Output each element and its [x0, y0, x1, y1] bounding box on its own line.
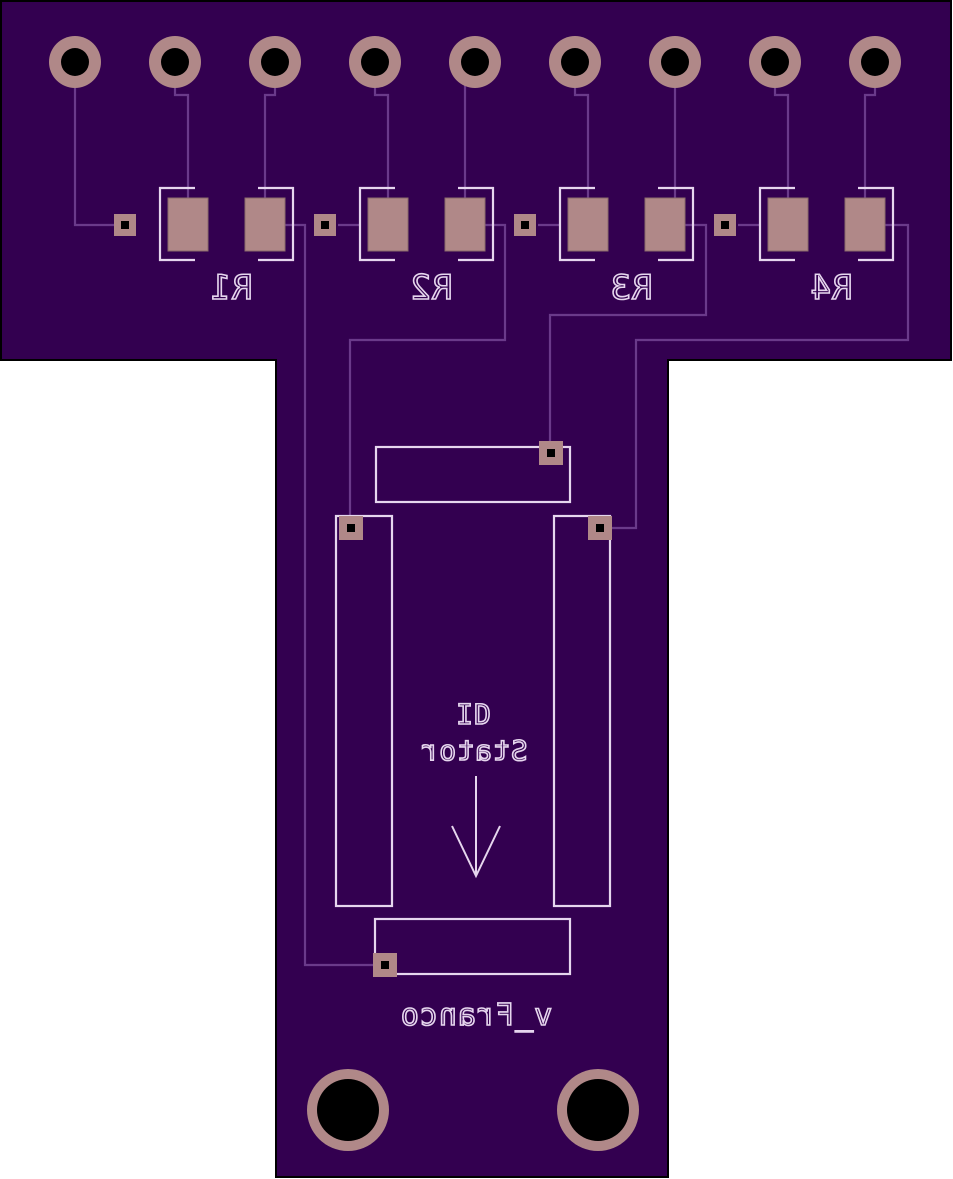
trace-r2-to-left-pad: [348, 223, 507, 528]
header-pin: [349, 36, 401, 88]
resistor-pad: [167, 197, 209, 252]
header-pin: [849, 36, 901, 88]
resistor-pad: [367, 197, 409, 252]
sensor-outline-right: [552, 514, 612, 908]
resistor-pad: [767, 197, 809, 252]
resistor-outline-left: [358, 186, 395, 262]
header-pin: [249, 36, 301, 88]
resistor-footprints: R1 R2 R3 R4: [114, 186, 895, 309]
stator-label: Stator ID: [420, 696, 529, 768]
sensor-pads: [339, 441, 612, 977]
stator-sensor-footprint: [334, 445, 612, 976]
header-pin: [649, 36, 701, 88]
resistor-pad: [244, 197, 286, 252]
stator-label-line1: Stator: [420, 734, 527, 767]
resistor-outline-right: [658, 186, 695, 262]
header-pin: [449, 36, 501, 88]
resistor-ref-label: R3: [610, 268, 653, 308]
header-pin: [549, 36, 601, 88]
resistor-outline-left: [558, 186, 595, 262]
resistor-r1: R1: [114, 186, 295, 309]
direction-arrow-icon: [451, 776, 501, 879]
resistor-outline-right: [458, 186, 495, 262]
resistor-r3: R3: [514, 186, 695, 309]
resistor-r4: R4: [714, 186, 895, 309]
stator-label-line2: ID: [456, 697, 492, 730]
designer-label: v_Franco: [400, 998, 553, 1033]
resistor-outline-left: [758, 186, 795, 262]
header-pin: [149, 36, 201, 88]
resistor-r2: R2: [314, 186, 495, 309]
resistor-outline-right: [858, 186, 895, 262]
resistor-pad: [444, 197, 486, 252]
trace-r4-to-right-pad: [600, 223, 910, 530]
sensor-outline-bottom: [373, 917, 572, 976]
header-pin-row: [49, 36, 901, 88]
mounting-holes: [307, 1069, 639, 1151]
resistor-outline-right: [258, 186, 295, 262]
resistor-ref-label: R2: [410, 268, 453, 308]
resistor-pad: [567, 197, 609, 252]
resistor-ref-label: R1: [210, 268, 253, 308]
sensor-outline-top: [374, 445, 572, 504]
resistor-pad: [844, 197, 886, 252]
header-pin: [49, 36, 101, 88]
resistor-pad: [644, 197, 686, 252]
header-pin: [749, 36, 801, 88]
sensor-outline-left: [334, 514, 394, 908]
trace-pin1-r1: [73, 62, 125, 227]
resistor-ref-label: R4: [810, 268, 853, 308]
resistor-outline-left: [158, 186, 195, 262]
